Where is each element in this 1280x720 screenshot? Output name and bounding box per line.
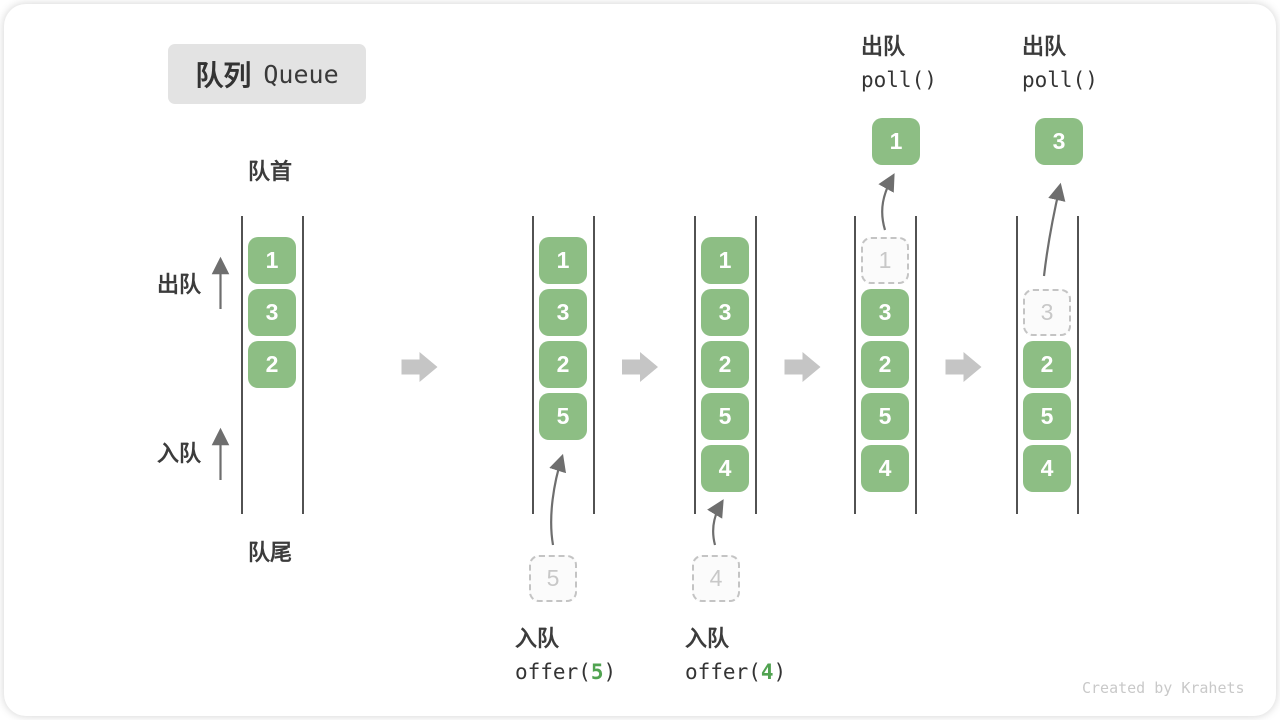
- queue-state-2: 1 3 2 5: [532, 216, 595, 514]
- queue-slot: 2: [701, 341, 749, 388]
- dequeue-label: 出队: [861, 34, 906, 59]
- queue-state-5: 3 2 5 4: [1016, 216, 1079, 514]
- poll-action-label: 出队 poll(): [861, 32, 1011, 98]
- queue-slot: 2: [248, 341, 296, 388]
- queue-slot: 4: [1023, 445, 1071, 492]
- offer-code: offer(5): [515, 660, 617, 684]
- queue-slot: 5: [1023, 393, 1071, 440]
- queue-slot: 3: [248, 289, 296, 336]
- queue-wall: [302, 216, 304, 514]
- queue-slot: 2: [1023, 341, 1071, 388]
- arrows-layer: [211, 173, 1066, 546]
- offer-action-label: 入队 offer(5): [515, 624, 665, 690]
- queue-wall: [915, 216, 917, 514]
- queue-slot: 1: [248, 237, 296, 284]
- queue-slot: 2: [539, 341, 587, 388]
- poll-code: poll(): [1022, 68, 1098, 92]
- offer-argument: 4: [760, 660, 774, 684]
- queue-slot: 4: [701, 445, 749, 492]
- queue-slots: 1 3 2 5 4: [694, 216, 757, 514]
- queue-slot-ghost: 1: [861, 237, 909, 284]
- queue-slot: 3: [701, 289, 749, 336]
- queue-wall: [593, 216, 595, 514]
- outgoing-element-box: 1: [872, 118, 920, 165]
- queue-front-label: 队首: [247, 159, 292, 184]
- queue-wall: [755, 216, 757, 514]
- queue-slot: 2: [861, 341, 909, 388]
- queue-slots: 1 3 2 5 4: [854, 216, 917, 514]
- queue-slot: 5: [701, 393, 749, 440]
- incoming-element-box: 4: [692, 555, 740, 602]
- watermark: Created by Krahets: [1082, 679, 1245, 697]
- transition-arrow: [622, 352, 658, 382]
- queue-slot-ghost: 3: [1023, 289, 1071, 336]
- transition-arrow: [401, 352, 438, 382]
- queue-state-4: 1 3 2 5 4: [854, 216, 917, 514]
- queue-slot: 4: [861, 445, 909, 492]
- queue-slots: 3 2 5 4: [1016, 216, 1079, 514]
- queue-wall: [532, 216, 534, 514]
- queue-slot: 3: [539, 289, 587, 336]
- queue-slot: 5: [861, 393, 909, 440]
- queue-slots: 1 3 2 5: [532, 216, 595, 514]
- title-zh: 队列: [195, 60, 252, 91]
- queue-slots: 1 3 2: [241, 216, 304, 514]
- dequeue-side-label: 出队: [156, 272, 201, 297]
- offer-code: offer(4): [685, 660, 787, 684]
- title-en: Queue: [263, 59, 339, 89]
- enqueue-label: 入队: [515, 626, 560, 651]
- enqueue-side-label: 入队: [156, 441, 201, 466]
- queue-state-1: 1 3 2: [241, 216, 304, 514]
- transition-arrow: [945, 352, 982, 382]
- queue-slot: 5: [539, 393, 587, 440]
- queue-slot: 1: [701, 237, 749, 284]
- title-badge: 队列 Queue: [168, 44, 366, 104]
- queue-state-3: 1 3 2 5 4: [694, 216, 757, 514]
- transition-arrow: [784, 352, 821, 382]
- enqueue-label: 入队: [685, 626, 730, 651]
- dequeue-label: 出队: [1022, 34, 1067, 59]
- offer-argument: 5: [590, 660, 604, 684]
- queue-wall: [854, 216, 856, 514]
- figure-canvas: 队列 Queue 队首 队尾 出队 入队 1 3 2 1 3 2 5 1 3 2 5 4 1 3 2 5…: [4, 4, 1276, 716]
- offer-action-label: 入队 offer(4): [685, 624, 835, 690]
- queue-wall: [1077, 216, 1079, 514]
- queue-slot: 3: [861, 289, 909, 336]
- queue-wall: [241, 216, 243, 514]
- poll-action-label: 出队 poll(): [1022, 32, 1172, 98]
- queue-rear-label: 队尾: [247, 540, 292, 565]
- poll-code: poll(): [861, 68, 937, 92]
- incoming-element-box: 5: [529, 555, 577, 602]
- outgoing-element-box: 3: [1035, 118, 1083, 165]
- queue-slot: 1: [539, 237, 587, 284]
- queue-wall: [694, 216, 696, 514]
- queue-wall: [1016, 216, 1018, 514]
